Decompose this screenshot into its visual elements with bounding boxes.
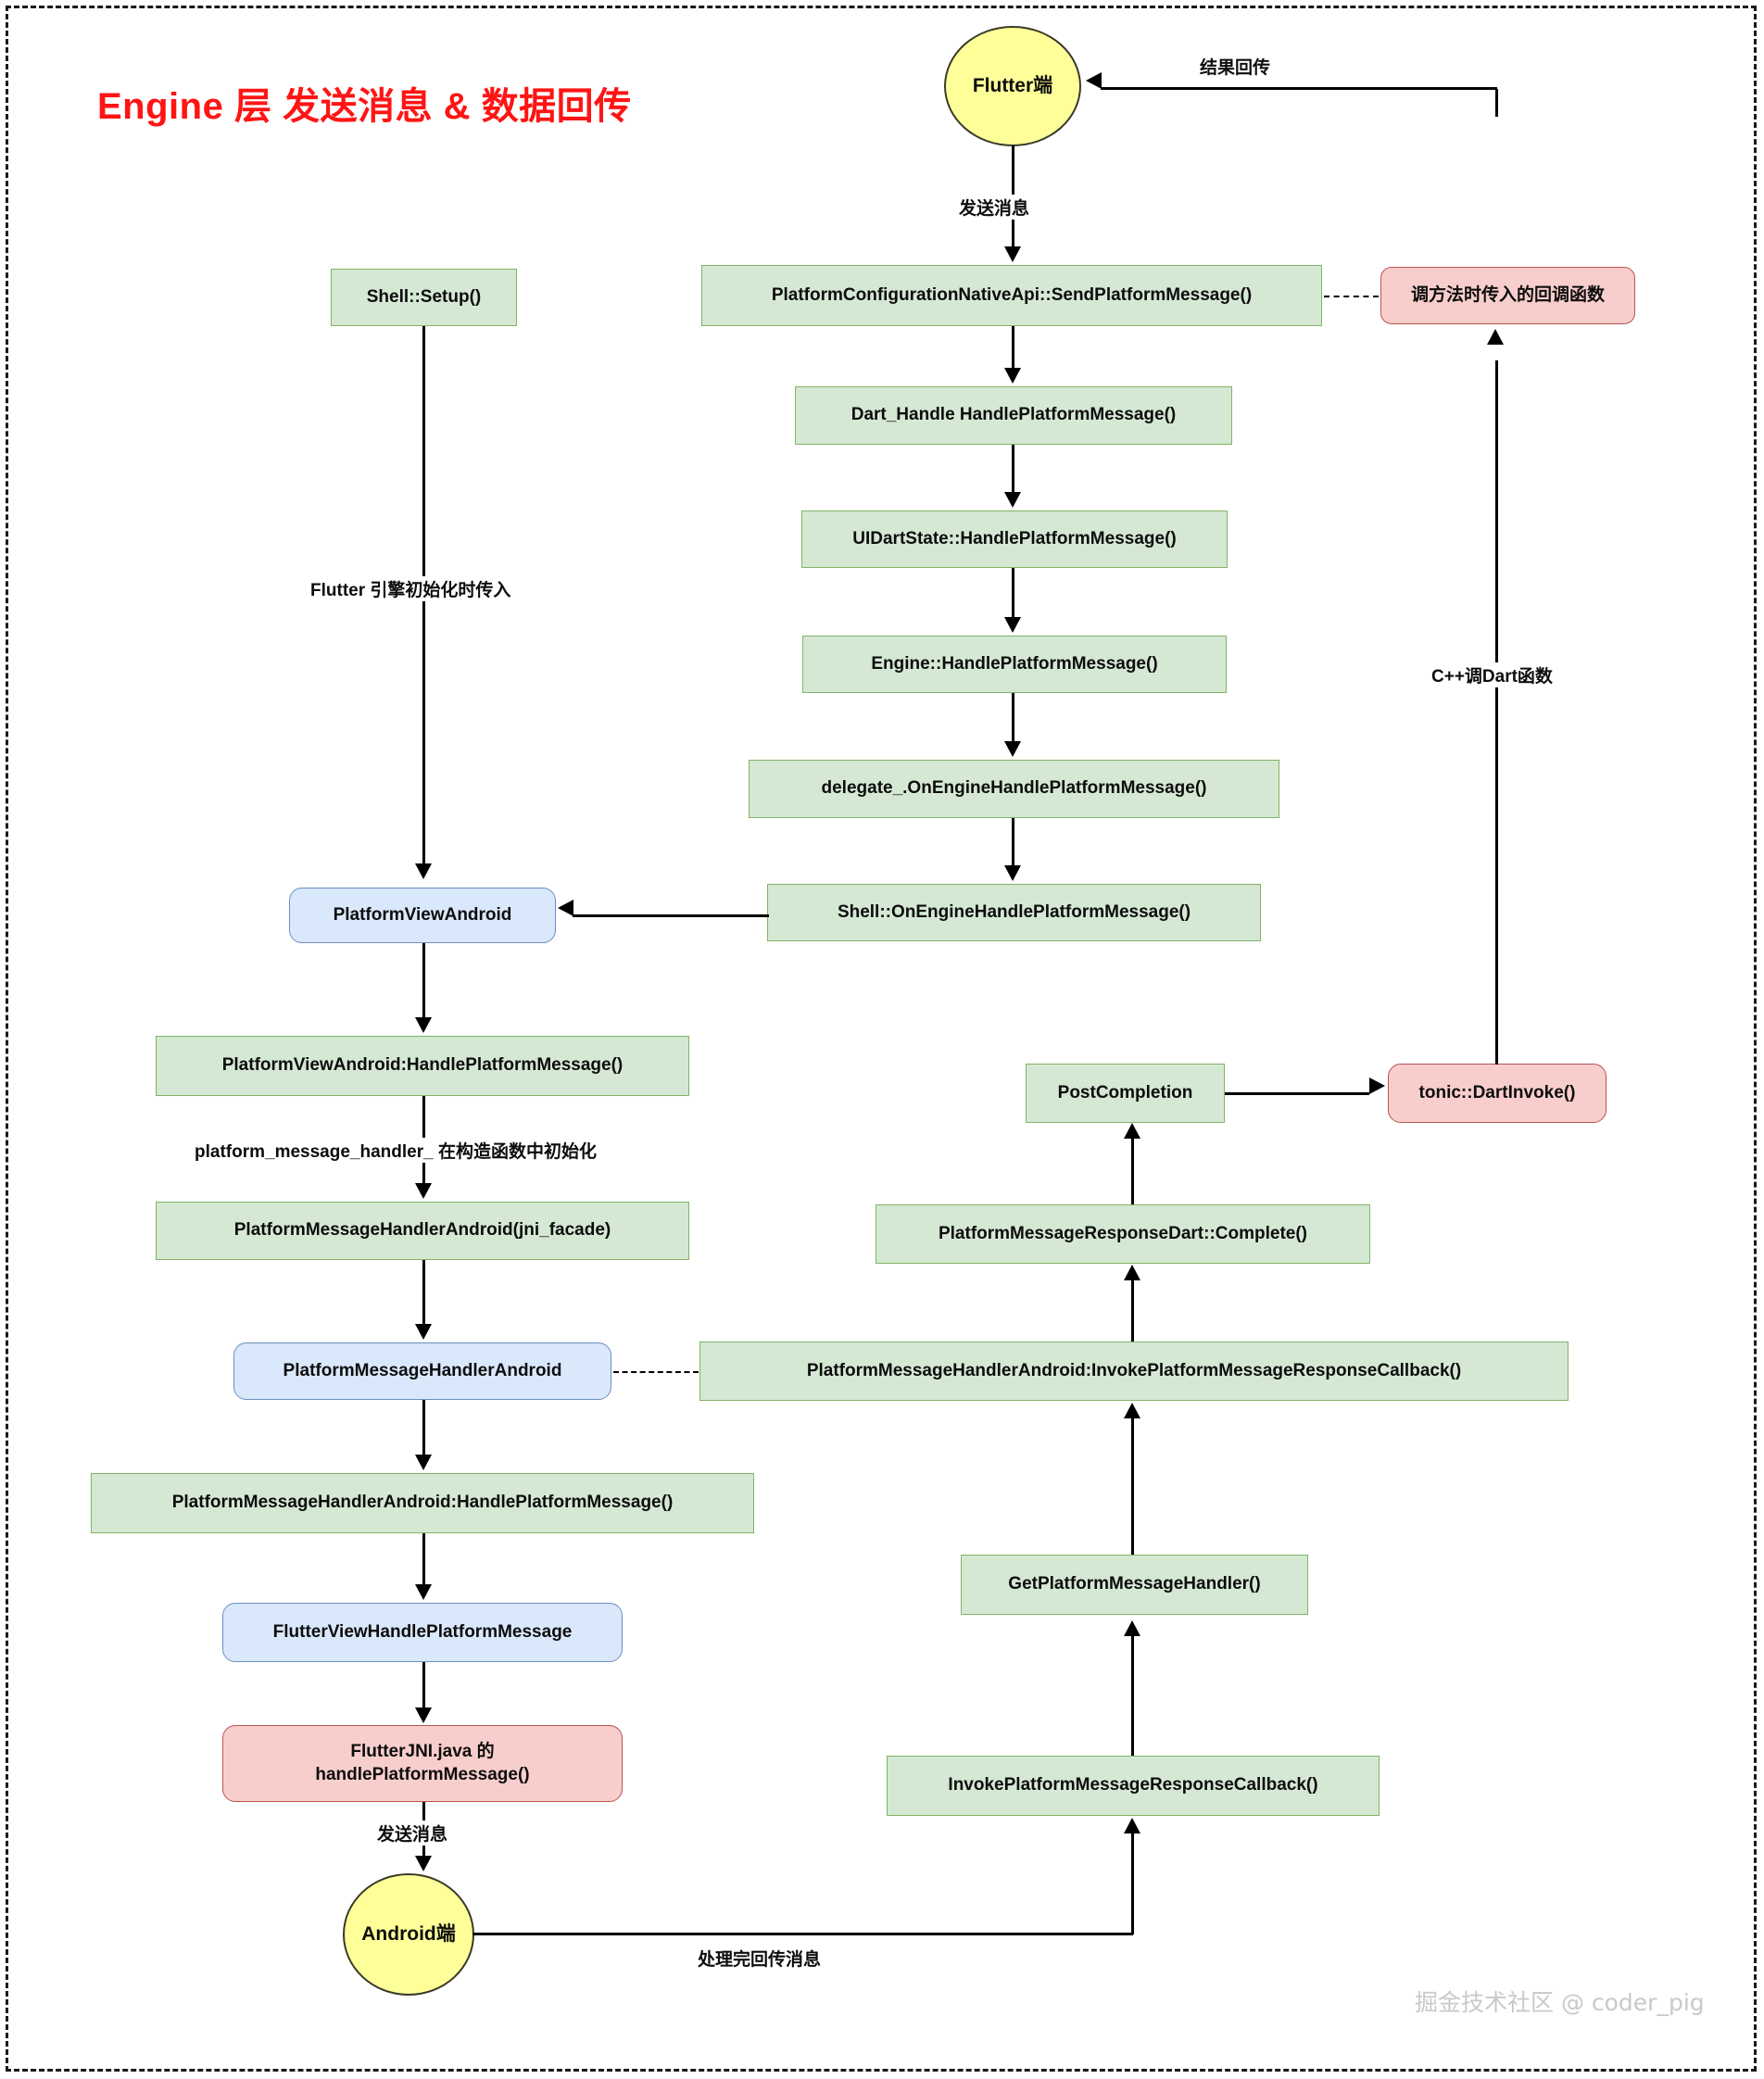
arrowhead-into-ui-dart-state [1004, 492, 1021, 508]
edge-post-completion-to-dart-invoke [1225, 1092, 1369, 1095]
edge-label-pmh-init: platform_message_handler_ 在构造函数中初始化 [190, 1138, 601, 1163]
node-flutter-terminal[interactable]: Flutter端 [944, 26, 1081, 146]
edge-pmha-invoke-to-dart-complete [1131, 1279, 1134, 1342]
node-pmha-handle-platform-message[interactable]: PlatformMessageHandlerAndroid:HandlePlat… [91, 1473, 754, 1533]
edge-dartinvoke-up-rail [1495, 360, 1498, 1065]
watermark: 掘金技术社区 @ coder_pig [1415, 1989, 1705, 2016]
edge-label-send-message-bottom: 发送消息 [372, 1821, 453, 1846]
arrowhead-into-pmha-invoke-response-callback [1124, 1403, 1140, 1418]
node-platform-message-handler-android[interactable]: PlatformMessageHandlerAndroid [233, 1342, 611, 1400]
edge-label-process-done-return: 处理完回传消息 [693, 1946, 826, 1971]
edge-get-handler-to-pmha-invoke [1131, 1418, 1134, 1555]
edge-shell-on-engine-to-platform-view [573, 914, 769, 917]
arrowhead-into-send-platform-message [1004, 246, 1021, 262]
edge-label-result-return: 结果回传 [1195, 54, 1276, 79]
page-title: Engine 层 发送消息 & 数据回传 [97, 86, 632, 127]
edge-result-return-h [1101, 87, 1497, 90]
node-engine-handle[interactable]: Engine::HandlePlatformMessage() [802, 636, 1227, 693]
node-platform-view-android-handle[interactable]: PlatformViewAndroid:HandlePlatformMessag… [156, 1036, 689, 1096]
arrowhead-into-engine-handle [1004, 617, 1021, 633]
edge-pmha-ctor-to-pmha [422, 1260, 425, 1327]
edge-pmha-to-handle-pm [422, 1400, 425, 1455]
edge-delegate-to-shell-on-engine [1012, 818, 1014, 867]
node-flutter-view-handle[interactable]: FlutterViewHandlePlatformMessage [222, 1603, 623, 1662]
node-pmha-invoke-response-callback[interactable]: PlatformMessageHandlerAndroid:InvokePlat… [699, 1342, 1569, 1401]
node-get-platform-message-handler[interactable]: GetPlatformMessageHandler() [961, 1555, 1308, 1615]
edge-android-to-invoke-callback-v [1131, 1833, 1134, 1934]
arrowhead-into-delegate [1004, 741, 1021, 757]
edge-label-send-message-top: 发送消息 [954, 195, 1035, 220]
node-invoke-response-callback[interactable]: InvokePlatformMessageResponseCallback() [887, 1756, 1380, 1816]
arrowhead-into-platform-view-handle [415, 1017, 432, 1033]
arrowhead-into-callback-note [1487, 329, 1504, 345]
flutter-jni-line2: handlePlatformMessage() [315, 1764, 530, 1784]
node-android-terminal[interactable]: Android端 [343, 1873, 474, 1996]
edge-platform-view-to-handle [422, 943, 425, 1017]
edge-invoke-callback-to-get-handler [1131, 1635, 1134, 1756]
edge-dashed-pmha-to-invoke-callback [613, 1371, 699, 1373]
node-shell-on-engine[interactable]: Shell::OnEngineHandlePlatformMessage() [767, 884, 1261, 941]
arrowhead-into-post-completion [1124, 1123, 1140, 1139]
edge-send-to-dart-handle [1012, 326, 1014, 370]
arrowhead-into-get-platform-message-handler [1124, 1620, 1140, 1636]
edge-dart-complete-to-post-completion [1131, 1138, 1134, 1204]
arrowhead-into-android-terminal [415, 1856, 432, 1871]
edge-dart-handle-to-ui-dart-state [1012, 445, 1014, 494]
arrowhead-into-dart-handle [1004, 368, 1021, 384]
edge-dashed-send-to-callback [1324, 296, 1379, 297]
arrowhead-into-pmha-ctor [415, 1183, 432, 1199]
arrowhead-into-pmha [415, 1324, 432, 1340]
edge-engine-to-delegate [1012, 693, 1014, 743]
edge-result-return-corner-v [1495, 89, 1498, 117]
arrowhead-into-tonic-dart-invoke [1369, 1077, 1385, 1094]
node-flutter-jni[interactable]: FlutterJNI.java 的 handlePlatformMessage(… [222, 1725, 623, 1802]
arrowhead-into-pm-response-dart-complete [1124, 1265, 1140, 1280]
edge-flutter-view-to-jni [422, 1662, 425, 1708]
node-pmha-constructor[interactable]: PlatformMessageHandlerAndroid(jni_facade… [156, 1202, 689, 1260]
flutter-jni-line1: FlutterJNI.java 的 [350, 1742, 495, 1762]
node-tonic-dart-invoke[interactable]: tonic::DartInvoke() [1388, 1064, 1606, 1123]
node-ui-dart-state[interactable]: UIDartState::HandlePlatformMessage() [801, 510, 1228, 568]
arrowhead-into-platform-view-android [558, 900, 573, 916]
arrowhead-into-platform-view-top [415, 863, 432, 879]
node-delegate-on-engine[interactable]: delegate_.OnEngineHandlePlatformMessage(… [749, 760, 1279, 818]
node-callback-note[interactable]: 调方法时传入的回调函数 [1380, 267, 1635, 324]
arrowhead-into-invoke-response-callback [1124, 1818, 1140, 1833]
arrowhead-into-flutter-terminal [1086, 72, 1102, 89]
node-post-completion[interactable]: PostCompletion [1026, 1064, 1225, 1123]
node-pm-response-dart-complete[interactable]: PlatformMessageResponseDart::Complete() [876, 1204, 1370, 1264]
arrowhead-into-flutter-jni [415, 1707, 432, 1723]
edge-label-cpp-call-dart: C++调Dart函数 [1427, 662, 1557, 687]
node-platform-view-android[interactable]: PlatformViewAndroid [289, 888, 556, 943]
arrowhead-into-shell-on-engine [1004, 865, 1021, 881]
edge-ui-dart-state-to-engine [1012, 568, 1014, 619]
node-dart-handle[interactable]: Dart_Handle HandlePlatformMessage() [795, 386, 1232, 445]
node-send-platform-message[interactable]: PlatformConfigurationNativeApi::SendPlat… [701, 265, 1322, 326]
edge-android-to-invoke-callback-h [472, 1933, 1133, 1935]
arrowhead-into-pmha-handle-pm [415, 1455, 432, 1470]
node-shell-setup[interactable]: Shell::Setup() [331, 269, 517, 326]
edge-handle-pm-to-flutter-view [422, 1533, 425, 1586]
edge-label-flutter-engine-init: Flutter 引擎初始化时传入 [306, 576, 516, 601]
arrowhead-into-flutter-view-handle [415, 1584, 432, 1600]
